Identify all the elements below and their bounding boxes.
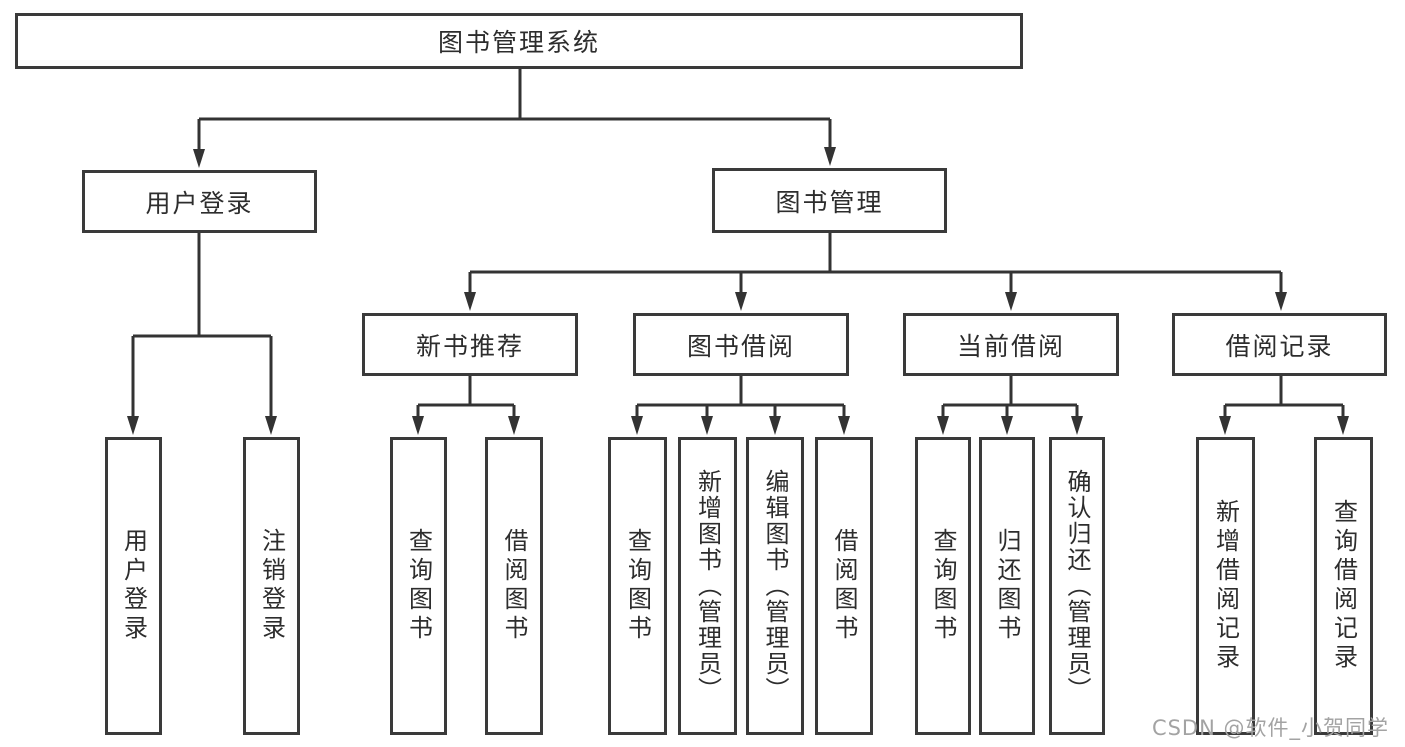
leaf-cb-query-book-label: 查询图书 bbox=[929, 528, 957, 644]
leaf-br-add-record-label: 新增借阅记录 bbox=[1211, 499, 1240, 673]
leaf-bb-edit-book-label: 编辑图书（管理员） bbox=[761, 469, 789, 703]
leaf-bb-borrow-book: 借阅图书 bbox=[815, 437, 873, 735]
node-root-label: 图书管理系统 bbox=[437, 28, 600, 57]
leaf-rec-query-book-label: 查询图书 bbox=[404, 528, 433, 644]
node-current-borrowing: 当前借阅 bbox=[903, 313, 1119, 376]
leaf-br-add-record: 新增借阅记录 bbox=[1196, 437, 1255, 735]
leaf-bb-query-book-label: 查询图书 bbox=[623, 528, 652, 644]
leaf-br-query-record-label: 查询借阅记录 bbox=[1329, 499, 1358, 673]
csdn-watermark: CSDN @软件_小贺同学 bbox=[1151, 716, 1389, 740]
leaf-cb-return-book-label: 归还图书 bbox=[993, 528, 1021, 644]
node-book-management-label: 图书管理 bbox=[775, 187, 884, 217]
leaf-cb-confirm-return-label: 确认归还（管理员） bbox=[1063, 469, 1091, 703]
leaf-logout: 注销登录 bbox=[243, 437, 300, 735]
node-user-login: 用户登录 bbox=[82, 170, 317, 233]
node-borrowing-records: 借阅记录 bbox=[1172, 313, 1387, 376]
leaf-br-query-record: 查询借阅记录 bbox=[1314, 437, 1373, 735]
leaf-bb-edit-book: 编辑图书（管理员） bbox=[746, 437, 804, 735]
leaf-rec-borrow-book: 借阅图书 bbox=[485, 437, 543, 735]
node-current-borrowing-label: 当前借阅 bbox=[956, 331, 1065, 361]
node-new-book-recommendation-label: 新书推荐 bbox=[415, 331, 524, 361]
leaf-rec-borrow-book-label: 借阅图书 bbox=[500, 528, 528, 644]
node-book-borrowing-label: 图书借阅 bbox=[686, 331, 795, 361]
node-borrowing-records-label: 借阅记录 bbox=[1225, 331, 1334, 361]
leaf-bb-add-book: 新增图书（管理员） bbox=[678, 437, 737, 735]
leaf-cb-confirm-return: 确认归还（管理员） bbox=[1049, 437, 1105, 735]
leaf-logout-label: 注销登录 bbox=[257, 528, 286, 644]
node-book-management: 图书管理 bbox=[712, 168, 947, 233]
leaf-bb-query-book: 查询图书 bbox=[608, 437, 667, 735]
leaf-rec-query-book: 查询图书 bbox=[390, 437, 447, 735]
node-root-system: 图书管理系统 bbox=[15, 13, 1023, 69]
leaf-user-login-label: 用户登录 bbox=[119, 528, 148, 644]
leaf-user-login: 用户登录 bbox=[105, 437, 162, 735]
node-new-book-recommendation: 新书推荐 bbox=[362, 313, 578, 376]
leaf-cb-query-book: 查询图书 bbox=[915, 437, 971, 735]
leaf-bb-add-book-label: 新增图书（管理员） bbox=[693, 469, 722, 703]
node-user-login-label: 用户登录 bbox=[145, 188, 254, 218]
node-book-borrowing: 图书借阅 bbox=[633, 313, 849, 376]
leaf-bb-borrow-book-label: 借阅图书 bbox=[830, 528, 858, 644]
leaf-cb-return-book: 归还图书 bbox=[979, 437, 1035, 735]
